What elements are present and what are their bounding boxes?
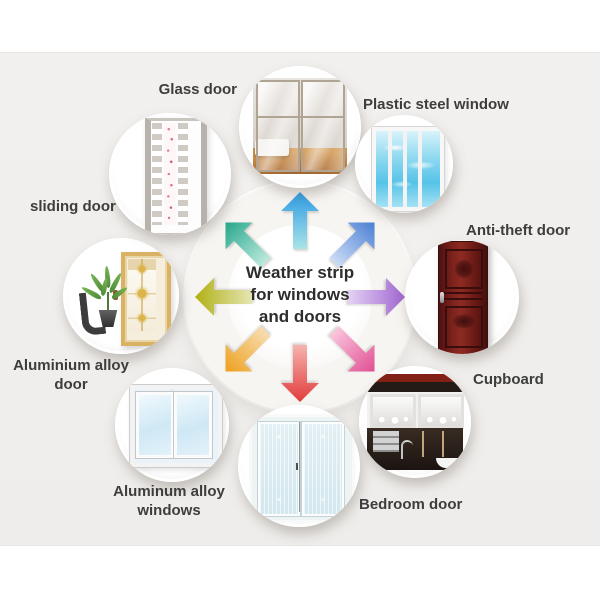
door-gap bbox=[299, 422, 300, 512]
door-rail bbox=[443, 292, 483, 294]
sliding-door-image bbox=[145, 118, 207, 235]
door-panel-top bbox=[445, 249, 483, 289]
plastic-steel-window-image bbox=[372, 127, 444, 211]
door-handle bbox=[296, 463, 298, 470]
node-aluminum-alloy-windows bbox=[115, 368, 229, 482]
glass-pane-left bbox=[256, 80, 300, 172]
aluminium-alloy-door-image bbox=[75, 250, 171, 346]
drawer-unit bbox=[373, 431, 399, 452]
frame-rail bbox=[256, 116, 344, 118]
label-bedroom-door: Bedroom door bbox=[359, 496, 463, 513]
label-anti-theft-door: Anti-theft door bbox=[466, 222, 571, 239]
node-bedroom-door bbox=[238, 405, 360, 527]
upper-cabinets bbox=[367, 392, 464, 429]
arrow-left-icon bbox=[195, 278, 252, 316]
window-pane-right bbox=[174, 392, 212, 458]
plant-pot bbox=[98, 310, 118, 327]
door-square-column-right bbox=[178, 123, 188, 225]
soffit-strip bbox=[367, 374, 463, 382]
node-anti-theft-door bbox=[405, 240, 519, 354]
label-glass-door: Glass door bbox=[158, 81, 237, 98]
anti-theft-door-image bbox=[438, 241, 488, 354]
arrow-up-right-icon bbox=[329, 222, 375, 268]
aluminum-alloy-windows-image bbox=[130, 385, 222, 467]
door-leaf-right bbox=[302, 422, 344, 516]
door-rail bbox=[443, 298, 483, 300]
door-leaf-left bbox=[258, 422, 300, 516]
label-aluminium-alloy-door: Aluminium alloy door bbox=[13, 357, 129, 393]
cupboard-image bbox=[367, 374, 464, 470]
label-aluminum-alloy-windows: Aluminum alloy windows bbox=[113, 483, 225, 519]
arrow-down-left-icon bbox=[225, 326, 271, 372]
ornamental-glass bbox=[128, 259, 156, 331]
glass-door-image bbox=[253, 78, 347, 174]
arrow-down-icon bbox=[281, 345, 319, 402]
center-title-line1: Weather strip bbox=[245, 263, 355, 282]
door-panel-bottom bbox=[445, 306, 483, 348]
golden-frame-door bbox=[121, 252, 171, 346]
label-plastic-steel-window: Plastic steel window bbox=[363, 96, 509, 113]
center-title-line3: and doors bbox=[258, 307, 342, 326]
door-handle bbox=[440, 292, 444, 303]
node-aluminium-alloy-door bbox=[63, 238, 179, 354]
center-title: Weather strip for windows and doors bbox=[225, 262, 375, 328]
label-cupboard: Cupboard bbox=[473, 371, 544, 388]
center-title-line2: for windows bbox=[250, 285, 350, 304]
arrow-up-icon bbox=[281, 192, 319, 249]
label-sliding-door: sliding door bbox=[30, 198, 116, 215]
faucet bbox=[401, 440, 413, 459]
arrow-right-icon bbox=[348, 278, 405, 316]
node-glass-door bbox=[239, 66, 361, 188]
bedroom-door-image bbox=[249, 414, 355, 523]
backsplash bbox=[367, 428, 463, 470]
hanging-utensils bbox=[413, 431, 459, 457]
node-plastic-steel-window bbox=[355, 115, 453, 213]
door-floral-strip bbox=[164, 123, 176, 225]
arrow-down-right-icon bbox=[329, 326, 375, 372]
plant-stem bbox=[107, 292, 109, 312]
window-pane-left bbox=[136, 392, 174, 458]
arrow-up-left-icon bbox=[225, 222, 271, 268]
node-sliding-door bbox=[109, 113, 231, 235]
glass-cabinet-left bbox=[370, 394, 416, 429]
door-square-column-left bbox=[152, 123, 162, 225]
bowl bbox=[436, 458, 460, 468]
glass-pane-right bbox=[301, 80, 345, 172]
node-cupboard bbox=[359, 366, 471, 478]
cabinet-top bbox=[367, 382, 463, 392]
glass-cabinet-right bbox=[418, 394, 464, 429]
